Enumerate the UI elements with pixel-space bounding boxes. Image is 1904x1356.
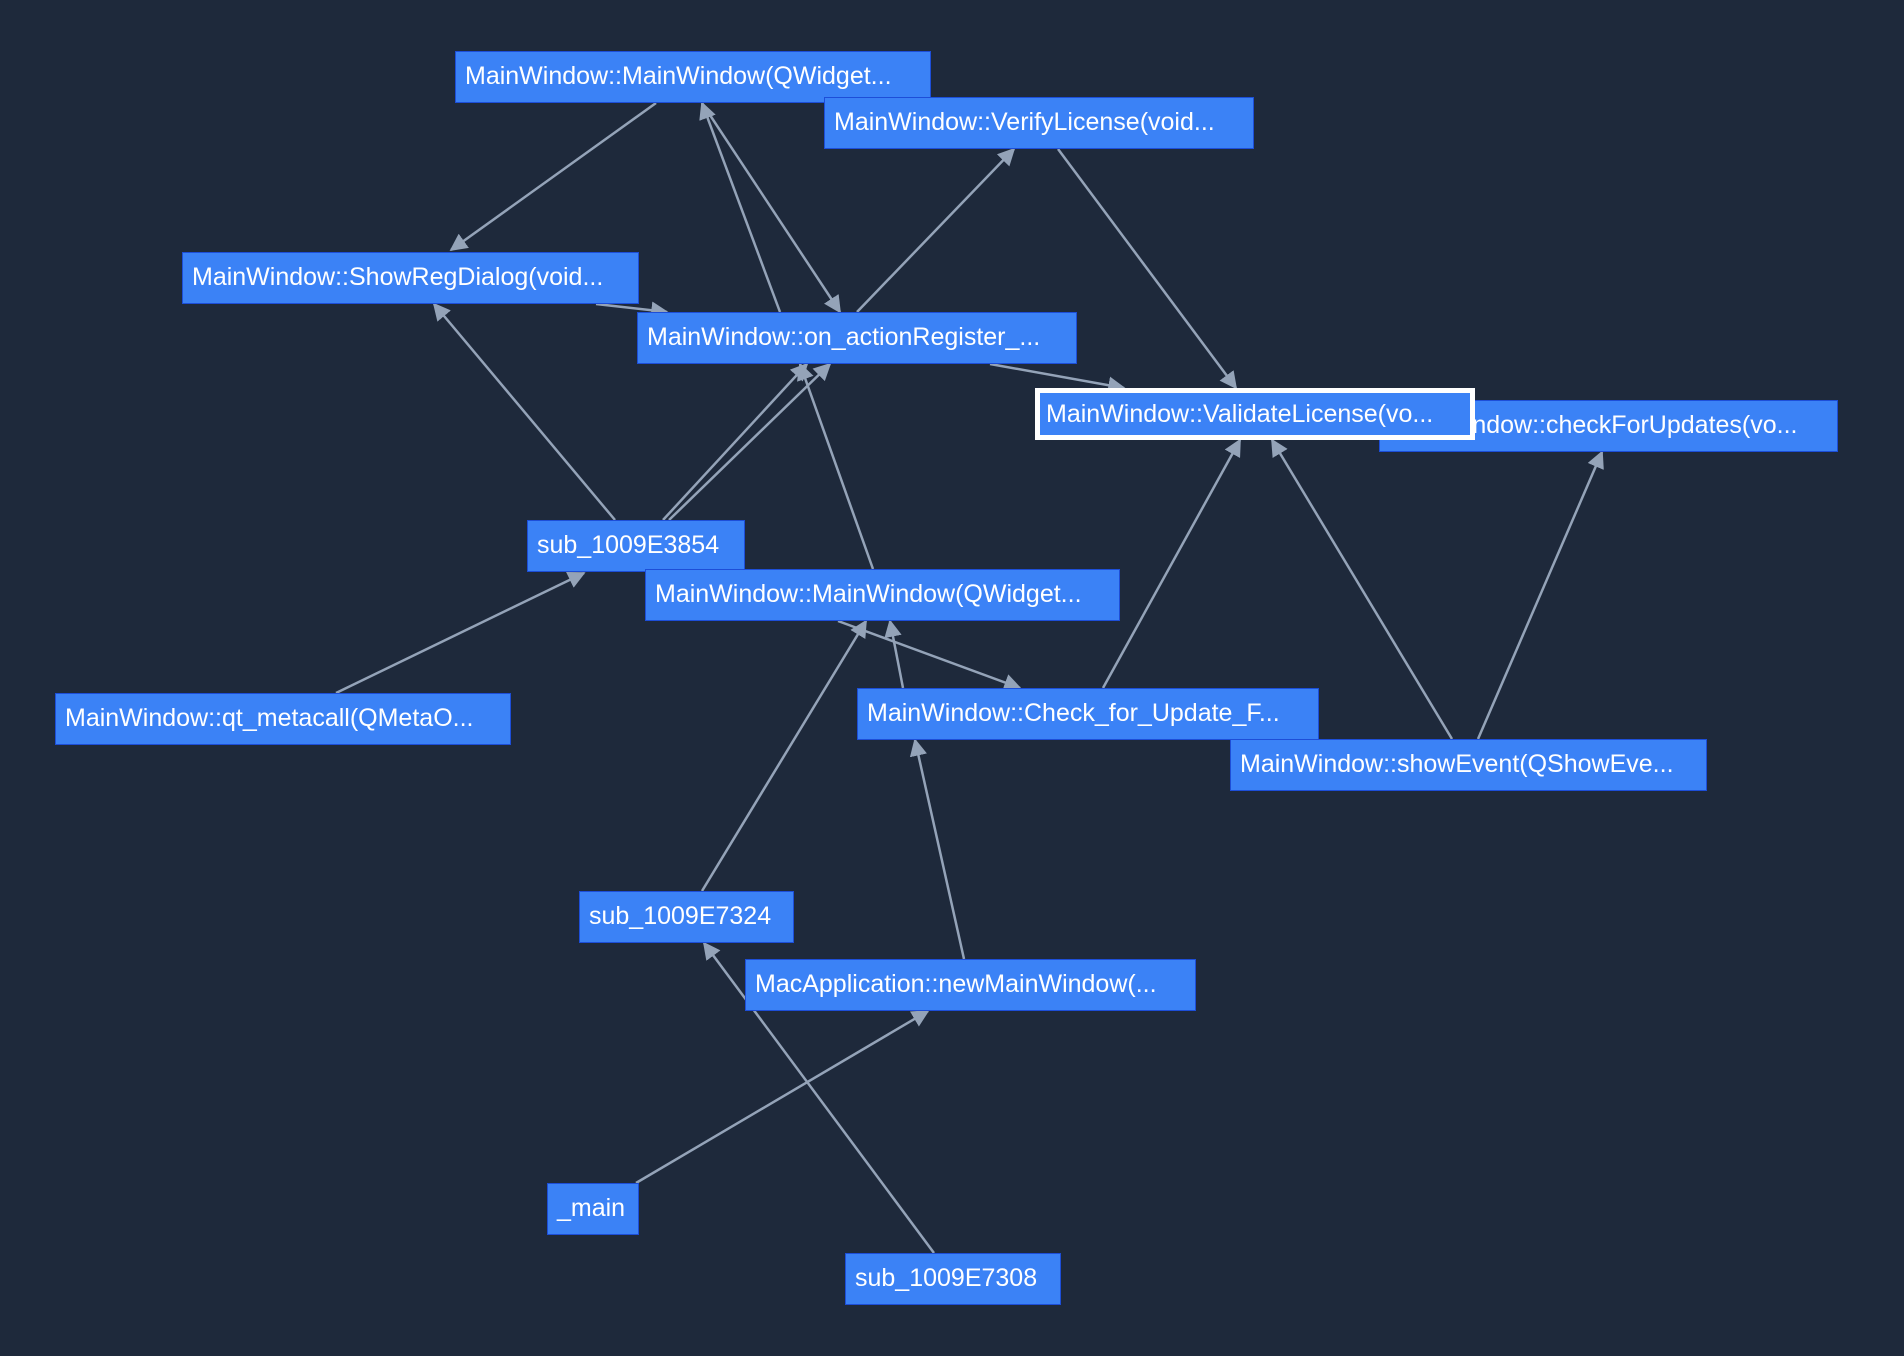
graph-edge-n11-n7 [700,619,868,892]
graph-edge-n3-n0 [699,101,782,313]
graph-edge-n9-n4 [1101,438,1242,689]
graph-edge-n9-n7 [884,619,905,689]
graph-edge-n8-n6 [335,571,586,695]
graph-edge-n7-n9 [837,619,1022,691]
graph-edge-n6-n3 [668,362,832,521]
graph-node[interactable]: sub_1009E7308 [845,1253,1061,1305]
graph-node[interactable]: MainWindow::ShowRegDialog(void... [182,252,639,304]
graph-edge-n3-n1 [856,147,1016,313]
graph-node[interactable]: MainWindow::on_actionRegister_... [637,312,1077,364]
graph-node[interactable]: MainWindow::MainWindow(QWidget... [455,51,931,103]
graph-edge-n6-n3 [662,362,809,521]
graph-node[interactable]: MainWindow::showEvent(QShowEve... [1230,739,1707,791]
graph-edge-n7-n3 [797,362,875,570]
graph-node[interactable]: MainWindow::MainWindow(QWidget... [645,569,1120,621]
graph-node-selected[interactable]: MainWindow::ValidateLicense(vo... [1035,388,1475,440]
graph-edge-n12-n7 [909,738,966,960]
graph-edge-n1-n4 [1056,148,1238,390]
graph-node[interactable]: _main [547,1183,639,1235]
graph-node[interactable]: sub_1009E7324 [579,891,794,943]
graph-edge-n10-n4 [1270,438,1454,740]
graph-edge-n13-n12 [635,1009,930,1185]
graph-edge-n0-n3 [700,102,842,314]
graph-edge-n6-n2 [432,302,616,521]
graph-edge-n2-n3 [595,301,669,319]
graph-node[interactable]: sub_1009E3854 [527,520,745,572]
graph-node[interactable]: MainWindow::qt_metacall(QMetaO... [55,693,511,745]
graph-edge-n0-n2 [449,101,657,252]
graph-edge-n3-n4 [989,362,1126,394]
graph-node[interactable]: MainWindow::VerifyLicense(void... [824,97,1254,149]
graph-edge-n14-n11 [702,941,936,1254]
graph-edge-n10-n5 [1476,450,1604,740]
graph-node[interactable]: MacApplication::newMainWindow(... [745,959,1196,1011]
graph-node[interactable]: MainWindow::Check_for_Update_F... [857,688,1319,740]
